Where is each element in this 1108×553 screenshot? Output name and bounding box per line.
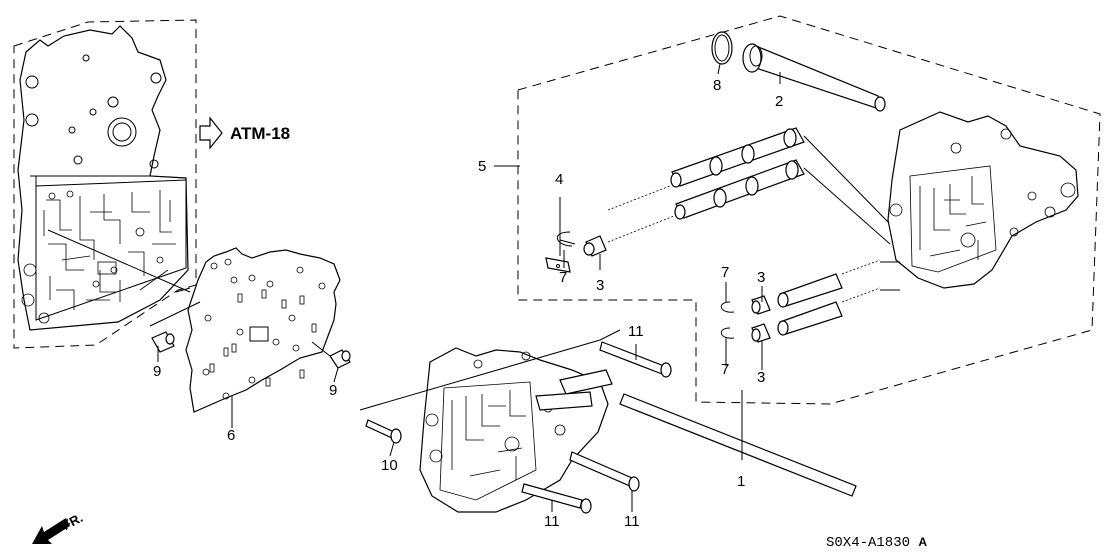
bolt-10 <box>365 419 402 444</box>
drawing-code-number: S0X4-A1830 <box>826 535 911 551</box>
separator-plate <box>185 247 341 413</box>
callout-2: 2 <box>775 93 784 110</box>
shaft-assembly <box>711 31 886 112</box>
callout-7-mid: 7 <box>721 264 730 281</box>
callout-1: 1 <box>737 473 746 490</box>
channel-pattern-left <box>21 190 176 324</box>
bolt-11-mid <box>569 451 640 492</box>
secondary-valve-body-group <box>517 15 1101 405</box>
callout-11-left: 11 <box>544 513 560 530</box>
valve-spool-upper <box>607 127 805 211</box>
sleeve-low-right <box>751 323 771 343</box>
small-spools-right <box>777 259 881 336</box>
long-rod <box>619 393 857 497</box>
sleeve-mid-right <box>751 295 771 315</box>
callout-6: 6 <box>227 427 236 444</box>
secondary-valve-body <box>887 111 1079 289</box>
valve-spool-lower <box>607 159 805 243</box>
callout-7-lower: 7 <box>721 361 730 378</box>
reference-label-atm18[interactable]: ATM-18 <box>230 124 291 143</box>
callout-11-right: 11 <box>624 513 640 530</box>
callout-4: 4 <box>555 171 564 188</box>
callout-9-right: 9 <box>329 382 338 399</box>
main-valve-body-group <box>13 19 197 349</box>
callout-leaders <box>157 63 781 512</box>
lower-valve-body <box>419 347 613 513</box>
outline-right-arrow-icon <box>199 116 223 150</box>
callout-9-left: 9 <box>153 363 162 380</box>
solid-arrow-down-left-icon <box>32 518 70 544</box>
sleeve-upper-left <box>583 235 607 257</box>
callout-7-upper: 7 <box>559 269 568 286</box>
retainer-clip-mid-right <box>720 301 735 313</box>
bolt-11-lower <box>521 483 592 514</box>
bolt-11-upper <box>599 341 672 378</box>
callout-11-upper: 11 <box>628 323 644 340</box>
retainer-clip-upper-left <box>557 231 576 247</box>
drawing-code: S0X4-A1830 A <box>826 535 927 551</box>
dowel-pin-right <box>329 349 351 369</box>
callout-10: 10 <box>381 457 398 474</box>
callout-3-lower: 3 <box>757 369 766 386</box>
callout-3-mid: 3 <box>757 269 766 286</box>
callout-5: 5 <box>478 158 487 175</box>
drawing-code-suffix: A <box>918 535 928 549</box>
callout-8: 8 <box>713 77 722 94</box>
retainer-clip-low-right <box>720 327 735 339</box>
dowel-pin-left <box>151 331 175 353</box>
callout-3-upper: 3 <box>596 277 605 294</box>
